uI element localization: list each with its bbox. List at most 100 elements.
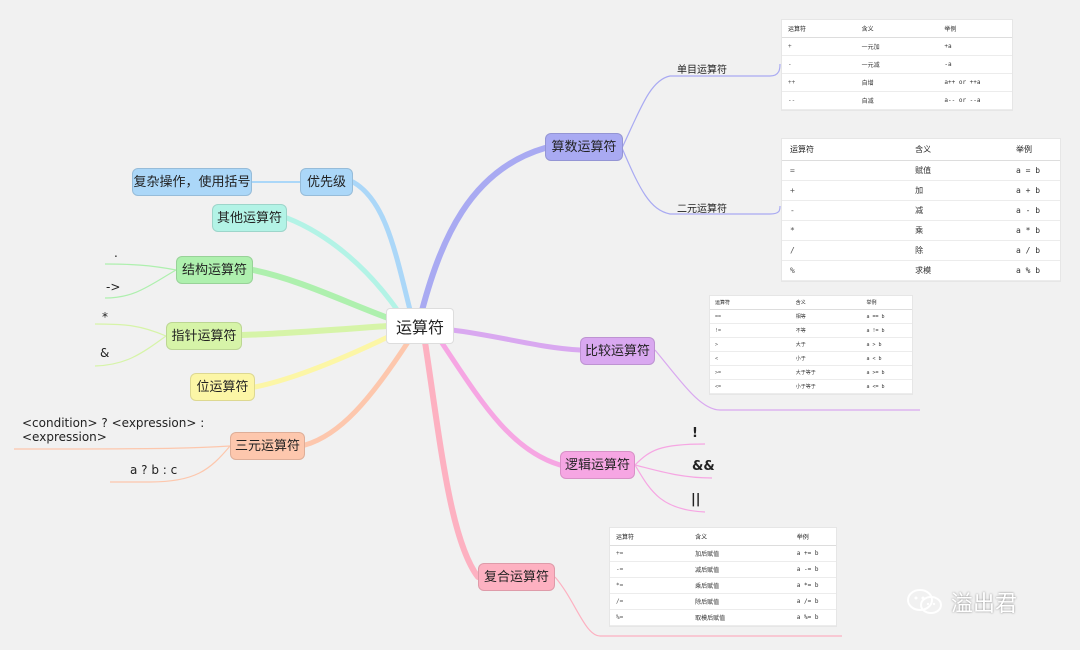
table-cell: %= [610,609,690,626]
table-cell: 大于 [790,337,862,352]
table-cell: a <= b [861,379,912,394]
table-cell: a > b [861,337,912,352]
col-header: 含义 [790,296,862,310]
table-cell: <= [710,379,791,394]
compound-operator-node[interactable]: 复合运算符 [478,563,555,591]
table-cell: == [710,309,791,324]
arith-operator-node[interactable]: 算数运算符 [545,133,623,161]
table-cell: a /= b [790,593,836,610]
table-cell: 不等 [790,323,862,338]
table-cell: a % b [1009,260,1060,281]
priority-node[interactable]: 优先级 [300,168,353,196]
logic-leaf-and[interactable]: && [692,459,715,474]
col-header: 含义 [689,528,791,546]
table-cell: - [782,55,856,74]
pointer-leaf-amp[interactable]: & [100,346,110,360]
ternary-leaf-syntax-line2[interactable]: <expression> [22,430,107,444]
compare-operator-node[interactable]: 比较运算符 [580,337,655,365]
table-cell: >= [710,365,791,380]
col-header: 运算符 [610,528,690,546]
table-cell: 小于等于 [790,379,862,394]
table-cell: 大于等于 [790,365,862,380]
other-operator-node[interactable]: 其他运算符 [212,204,287,232]
table-cell: 除后赋值 [689,593,791,610]
table-row: +一元加+a [782,37,1012,56]
struct-leaf-dot[interactable]: . [114,246,118,260]
bit-operator-node[interactable]: 位运算符 [190,373,255,401]
table-cell: a * b [1009,220,1060,241]
binary-operator-label[interactable]: 二元运算符 [677,204,727,215]
table-cell: a = b [1009,160,1060,181]
root-node[interactable]: 运算符 [386,308,454,344]
table-cell: % [782,260,908,281]
table-cell: 取模后赋值 [689,609,791,626]
ternary-operator-node[interactable]: 三元运算符 [230,432,305,460]
table-row: -一元减-a [782,55,1012,74]
wechat-icon [907,589,942,614]
table-cell: += [610,545,690,562]
table-cell: / [782,240,908,261]
table-cell: a == b [861,309,912,324]
table-cell: a >= b [861,365,912,380]
table-cell: a -= b [790,561,836,578]
table-cell: +a [938,37,1012,56]
logic-leaf-not[interactable]: ! [692,426,698,441]
table-cell: 一元加 [855,37,939,56]
ternary-leaf-syntax-line1[interactable]: <condition> ? <expression> : [22,416,205,430]
unary-operator-label[interactable]: 单目运算符 [677,65,727,76]
table-cell: 减 [907,200,1010,221]
pointer-leaf-star[interactable]: * [102,310,108,324]
col-header: 举例 [790,528,836,546]
table-cell: * [782,220,908,241]
table-cell: > [710,337,791,352]
col-header: 含义 [855,20,939,38]
table-cell: 加 [907,180,1010,201]
table-cell: a += b [790,545,836,562]
table-cell: -= [610,561,690,578]
priority-child-node[interactable]: 复杂操作，使用括号 [132,168,252,196]
table-cell: + [782,37,856,56]
table-cell: a-- or --a [938,91,1012,110]
col-header: 运算符 [782,139,908,161]
table-cell: < [710,351,791,366]
table-cell: 自减 [855,91,939,110]
table-cell: -a [938,55,1012,74]
struct-operator-node[interactable]: 结构运算符 [176,256,253,284]
pointer-operator-node[interactable]: 指针运算符 [166,322,242,350]
table-cell: *= [610,577,690,594]
table-cell: + [782,180,908,201]
struct-leaf-arrow[interactable]: -> [106,280,121,294]
table-cell: a != b [861,323,912,338]
table-cell: a *= b [790,577,836,594]
table-cell: 赋值 [907,160,1010,181]
col-header: 举例 [938,20,1012,38]
table-cell: 乘 [907,220,1010,241]
table-cell: 小于 [790,351,862,366]
logic-operator-node[interactable]: 逻辑运算符 [560,451,635,479]
ternary-leaf-example[interactable]: a ? b : c [130,463,178,477]
table-cell: a++ or ++a [938,73,1012,92]
logic-leaf-or[interactable]: || [691,492,701,507]
table-cell: - [782,200,908,221]
col-header: 运算符 [782,20,856,38]
watermark-text: 溢出君 [951,592,1018,617]
table-cell: 相等 [790,309,862,324]
